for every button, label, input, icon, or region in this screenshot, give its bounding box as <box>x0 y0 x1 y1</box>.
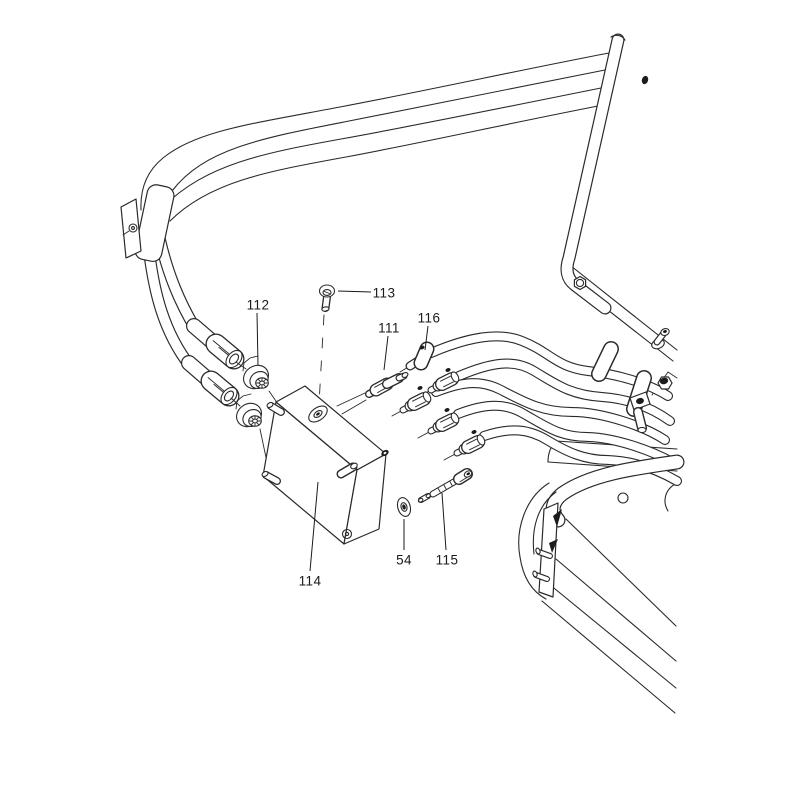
clamp-bolt-dot <box>419 345 425 350</box>
leader-line-113 <box>337 290 372 293</box>
leader-line-116 <box>424 325 429 351</box>
leader-line-112 <box>256 312 259 366</box>
block-port-stub <box>261 470 281 485</box>
frame-stud <box>651 328 670 350</box>
frame-bracket <box>538 502 559 598</box>
adapter-fitting-111 <box>336 372 409 415</box>
hose-fitting <box>443 430 486 461</box>
adapter-fitting <box>242 355 269 390</box>
washer-54 <box>396 497 412 517</box>
strap-bolt <box>636 397 644 405</box>
frame-bolt <box>657 376 673 390</box>
bracket-stud <box>535 547 553 559</box>
part-label-113: 113 <box>373 286 396 301</box>
hose-clamp-116 <box>399 341 435 373</box>
frame-tube-upper <box>567 35 649 308</box>
part-label-54: 54 <box>396 553 412 568</box>
assembly-dashed-line <box>318 314 325 405</box>
adapter-fittings-112 <box>235 355 279 468</box>
part-label-111: 111 <box>378 321 400 336</box>
hose-fitting <box>391 386 432 417</box>
part-label-116: 116 <box>418 311 441 326</box>
bracket-stud <box>532 570 550 582</box>
plug-screw-113 <box>318 284 336 405</box>
part-label-115: 115 <box>436 553 459 568</box>
manifold-block-114 <box>261 385 389 545</box>
hose-fitting <box>419 368 460 397</box>
block-bolt-hole <box>341 528 353 540</box>
frame-hose-straps <box>591 341 652 434</box>
clamp-bracket <box>120 198 142 259</box>
block-port-stub <box>266 401 285 416</box>
hose-end-fitting <box>189 363 240 408</box>
block-top-port <box>308 405 328 423</box>
hoses-left <box>120 184 247 408</box>
hose-fitting <box>417 408 460 439</box>
leader-line-111 <box>383 335 389 371</box>
hose-bundle-clamp <box>134 184 175 263</box>
hoses-right <box>391 328 677 481</box>
leader-line-115 <box>441 492 447 551</box>
bolt-115 <box>417 468 473 503</box>
labels-layer: 112 113 111 116 114 54 115 <box>247 286 459 589</box>
part-label-112: 112 <box>247 298 270 313</box>
block-port-stub <box>336 462 358 479</box>
leader-line-114 <box>309 481 319 572</box>
part-label-114: 114 <box>299 574 322 589</box>
hose-bundle-top <box>140 52 610 222</box>
adapter-fitting <box>235 393 262 428</box>
frame-hole <box>641 75 649 85</box>
frame-hole <box>617 492 629 504</box>
frame-hex-bolt <box>573 275 587 291</box>
frame-bottom <box>518 462 677 714</box>
